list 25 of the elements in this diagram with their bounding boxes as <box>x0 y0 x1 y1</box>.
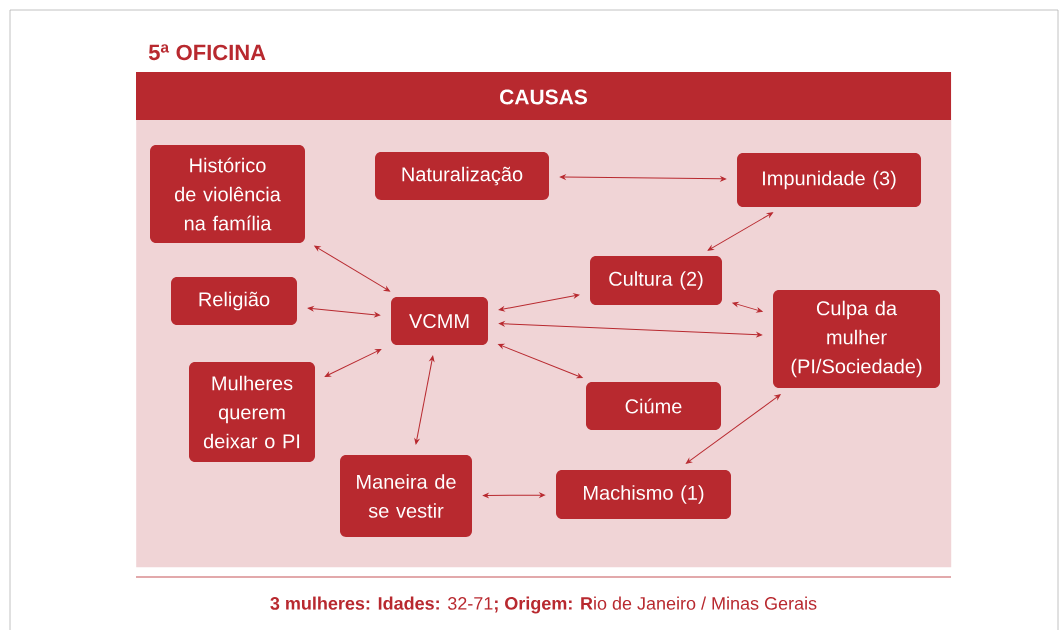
cause-box: Impunidade (3) <box>737 153 921 207</box>
cause-box: Culpa da mulher (PI/Sociedade) <box>773 290 940 388</box>
cause-box: Mulheres querem deixar o PI <box>189 362 315 462</box>
cause-box: VCMM <box>391 297 488 345</box>
arrow <box>324 349 382 377</box>
arrow <box>560 174 727 182</box>
arrow <box>414 355 435 445</box>
cause-box: Naturalização <box>375 152 549 200</box>
arrow <box>483 492 546 498</box>
arrow <box>685 394 781 464</box>
arrow <box>707 212 773 251</box>
title: 5$^{a}$ OFICINA <box>148 44 266 61</box>
arrow <box>498 321 763 338</box>
cause-box: Ciúme <box>586 382 721 430</box>
arrow <box>498 343 583 379</box>
caption: 3 mulheres: Idades: 32-71; Origem: Rio de Janeiro / Minas Gerais <box>270 596 817 614</box>
arrow <box>307 306 381 318</box>
cause-box: Machismo (1) <box>556 470 731 519</box>
cause-box: Maneira de se vestir <box>340 455 472 537</box>
cause-box: Histórico de violência na família <box>150 145 305 243</box>
cause-box: Religião <box>171 277 297 325</box>
arrow <box>498 293 580 312</box>
cause-box: Cultura (2) <box>590 256 722 305</box>
arrow <box>732 301 763 313</box>
arrow <box>314 245 390 292</box>
